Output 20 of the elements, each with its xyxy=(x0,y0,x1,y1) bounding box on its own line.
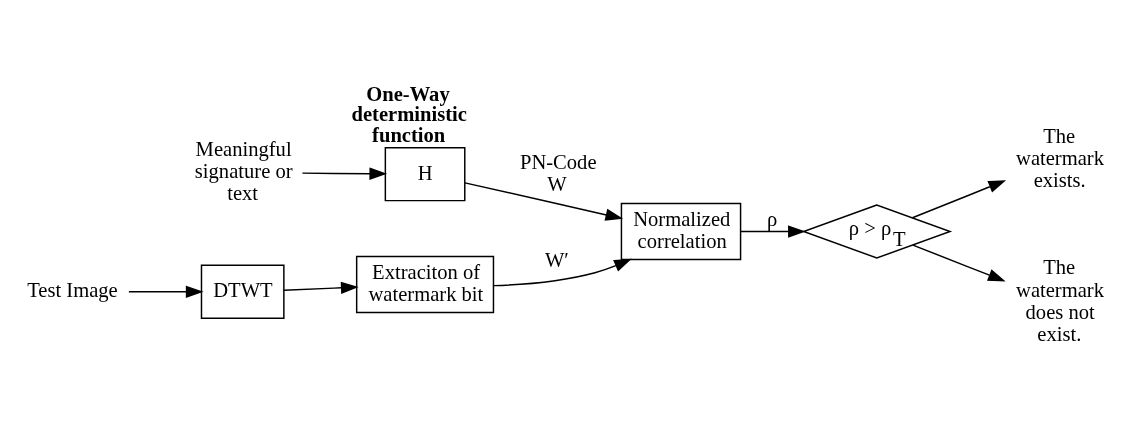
node-text: Test Image xyxy=(27,278,118,301)
arrow xyxy=(301,167,388,180)
node-box: Normalized correlation xyxy=(620,202,742,260)
node-text: The watermark does not exist. xyxy=(1016,255,1105,345)
arrow xyxy=(283,281,359,294)
arrow xyxy=(464,181,624,221)
edge-label: ρ xyxy=(767,207,778,230)
node-label: One-Way deterministic function xyxy=(351,82,467,146)
arrow xyxy=(912,243,1006,282)
node-text: Meaningful signature or text xyxy=(194,137,293,204)
node-box: DTWT xyxy=(200,264,285,319)
edge-label: PN-Code W xyxy=(519,150,597,195)
arrow xyxy=(911,179,1007,218)
arrow xyxy=(740,224,806,238)
edge-label: W′ xyxy=(544,248,569,271)
arrow xyxy=(492,258,632,286)
node-box: H xyxy=(384,146,466,201)
node-text: The watermark exists. xyxy=(1016,124,1105,191)
arrow xyxy=(128,285,204,298)
node-box: Extraciton of watermark bit xyxy=(355,255,495,313)
